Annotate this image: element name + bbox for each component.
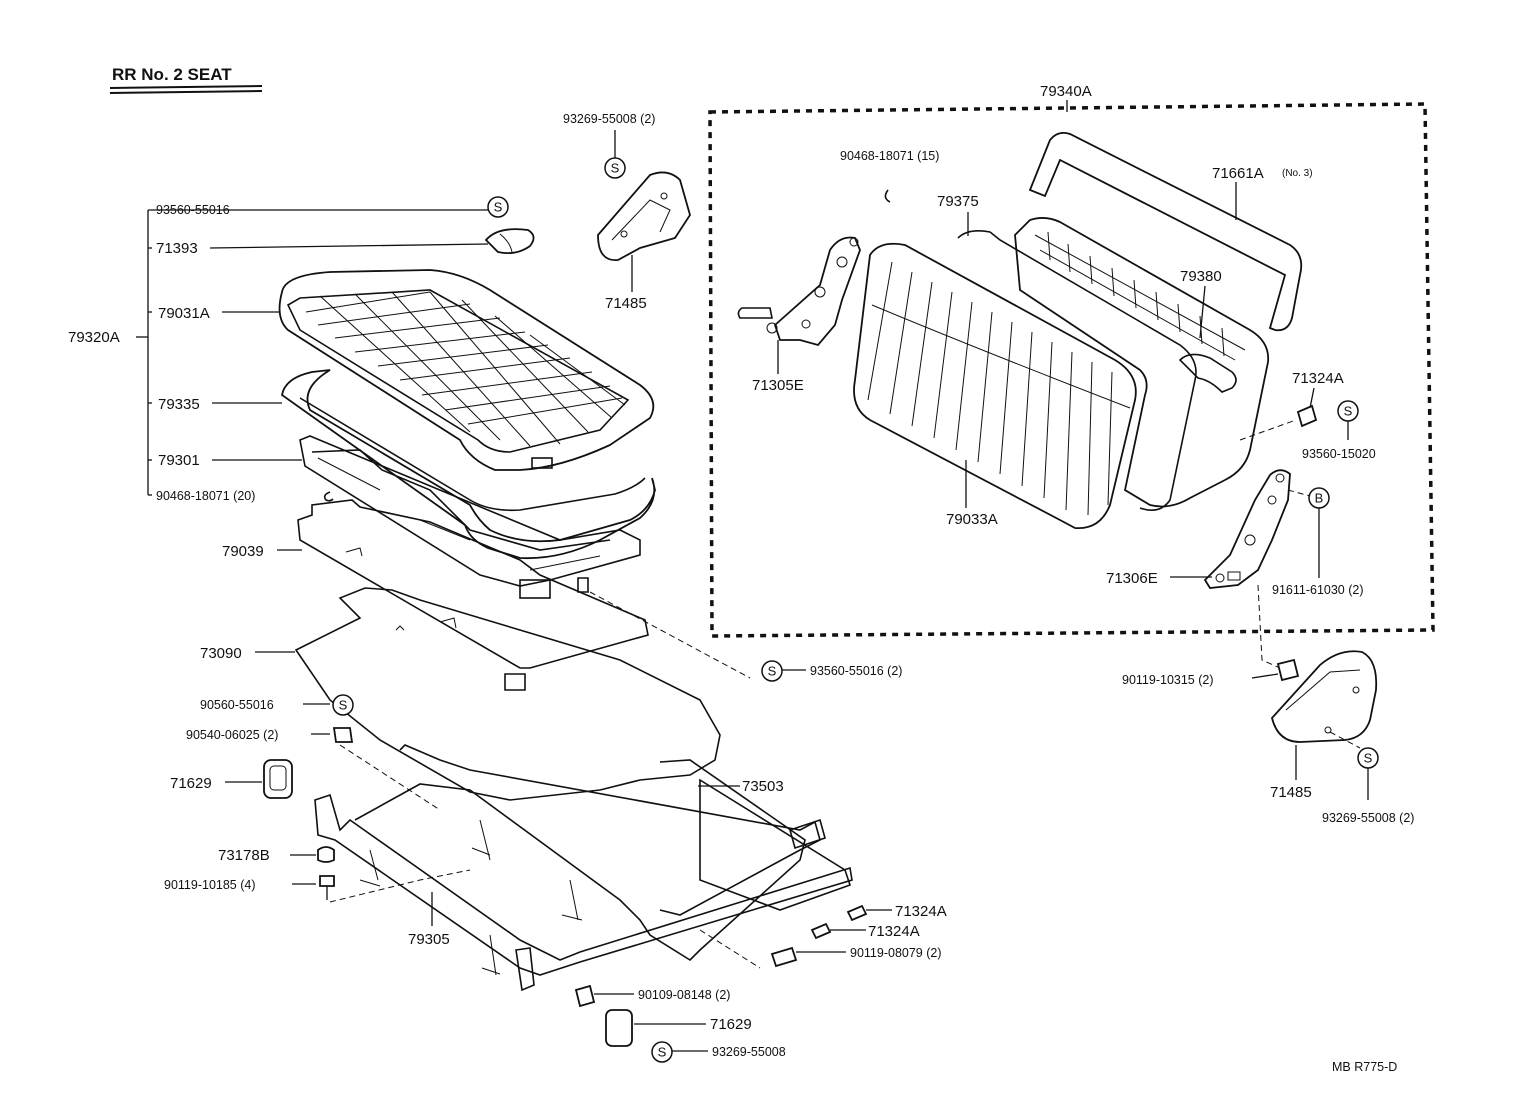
label-79031A: 79031A xyxy=(158,305,210,322)
label-90119-10315: 90119-10315 (2) xyxy=(1122,673,1214,687)
svg-text:S: S xyxy=(768,664,777,679)
diagram-title: RR No. 2 SEAT xyxy=(112,65,232,84)
label-71485-top: 71485 xyxy=(605,295,647,312)
label-71324A-b2: 71324A xyxy=(868,923,920,940)
s-symbol-icon: S xyxy=(332,694,354,716)
label-90468-18071-20: 90468-18071 (20) xyxy=(156,489,255,503)
label-90109-08148: 90109-08148 (2) xyxy=(638,988,730,1002)
label-79033A: 79033A xyxy=(946,511,998,528)
label-93560-55016-2: 93560-55016 (2) xyxy=(810,664,902,678)
clip-71324A-r-icon xyxy=(1296,404,1318,428)
label-90468-18071-15: 90468-18071 (15) xyxy=(840,149,939,163)
seatback-frame-79380-part xyxy=(1014,217,1270,508)
b-symbol-icon: B xyxy=(1308,487,1330,509)
seatback-bar-71661A-part xyxy=(1028,131,1303,332)
hog-ring-icon xyxy=(884,189,891,203)
bolt-90119-10315-icon xyxy=(1276,658,1300,682)
title-underline-2 xyxy=(109,90,263,94)
label-73178B: 73178B xyxy=(218,847,270,864)
svg-text:S: S xyxy=(1364,751,1373,766)
label-93269-55008-2-r: 93269-55008 (2) xyxy=(1322,811,1414,825)
label-90540-06025: 90540-06025 (2) xyxy=(186,728,278,742)
reference-code: MB R775-D xyxy=(1332,1060,1397,1074)
hog-ring-icon xyxy=(323,491,334,502)
label-71661A: 71661A xyxy=(1212,165,1264,182)
label-71305E: 71305E xyxy=(752,377,804,394)
cover-71393-part xyxy=(484,228,535,255)
svg-text:S: S xyxy=(658,1045,667,1060)
seatback-pad-79375-part xyxy=(957,230,1197,511)
label-79340A: 79340A xyxy=(1040,83,1092,100)
cushion-frame-79301-part xyxy=(299,435,641,599)
pad-73090-part xyxy=(294,587,721,801)
sheet-79039-part xyxy=(297,499,649,691)
label-79335: 79335 xyxy=(158,396,200,413)
label-93560-55016: 93560-55016 xyxy=(156,203,230,217)
label-93269-55008: 93269-55008 xyxy=(712,1045,786,1059)
svg-text:S: S xyxy=(339,698,348,713)
s-symbol-icon: S xyxy=(651,1041,673,1063)
cap-73178B-part xyxy=(317,846,335,863)
label-93560-15020: 93560-15020 xyxy=(1302,447,1376,461)
s-symbol-icon: S xyxy=(761,660,783,682)
seatback-cover-79033A-part xyxy=(853,242,1137,529)
clip-71324A-b1-icon xyxy=(846,904,868,922)
s-symbol-icon: S xyxy=(1357,747,1379,769)
svg-text:S: S xyxy=(494,200,503,215)
bolt-90119-08079-icon xyxy=(770,946,798,968)
label-71393: 71393 xyxy=(156,240,198,257)
label-79375: 79375 xyxy=(937,193,979,210)
s-symbol-icon: S xyxy=(1337,400,1359,422)
hinge-cover-71485-r-part xyxy=(1271,650,1378,743)
hinge-71305E-part xyxy=(737,236,861,347)
label-71324A-r: 71324A xyxy=(1292,370,1344,387)
label-91611-61030: 91611-61030 (2) xyxy=(1272,583,1364,597)
cushion-cover-79031A-part xyxy=(278,269,655,471)
title-underline-1 xyxy=(109,85,263,89)
label-79301: 79301 xyxy=(158,452,200,469)
hinge-71306E-part xyxy=(1203,469,1291,589)
seat-frame-79305-part xyxy=(314,744,853,992)
label-90119-08079: 90119-08079 (2) xyxy=(850,946,942,960)
label-79380: 79380 xyxy=(1180,268,1222,285)
cushion-assy-bracket xyxy=(136,209,490,496)
label-79320A: 79320A xyxy=(68,329,120,346)
s-symbol-icon: S xyxy=(604,157,626,179)
label-71629-a: 71629 xyxy=(170,775,212,792)
label-73090: 73090 xyxy=(200,645,242,662)
label-79039: 79039 xyxy=(222,543,264,560)
label-79305: 79305 xyxy=(408,931,450,948)
label-71324A-b1: 71324A xyxy=(895,903,947,920)
bolt-90119-10185-icon xyxy=(319,875,335,887)
label-90119-10185: 90119-10185 (4) xyxy=(164,878,256,892)
cushion-pad-79335-part xyxy=(281,369,656,560)
seatback-assy-boundary xyxy=(708,102,1435,638)
svg-text:S: S xyxy=(611,161,620,176)
clip-71324A-b2-icon xyxy=(810,922,832,940)
svg-text:S: S xyxy=(1344,404,1353,419)
s-symbol-icon: S xyxy=(487,196,509,218)
label-71661A-note: (No. 3) xyxy=(1282,168,1313,179)
label-71306E: 71306E xyxy=(1106,570,1158,587)
svg-text:B: B xyxy=(1315,491,1324,506)
label-71629-b: 71629 xyxy=(710,1016,752,1033)
label-71485-r: 71485 xyxy=(1270,784,1312,801)
label-73503: 73503 xyxy=(742,778,784,795)
bolt-90109-08148-icon xyxy=(574,984,596,1008)
cover-71629-b-part xyxy=(605,1009,633,1047)
label-90560-55016: 90560-55016 xyxy=(200,698,274,712)
label-93269-55008-2-top: 93269-55008 (2) xyxy=(563,112,655,126)
hinge-cover-71485-top-part xyxy=(597,171,691,261)
nut-90540-icon xyxy=(332,727,354,743)
